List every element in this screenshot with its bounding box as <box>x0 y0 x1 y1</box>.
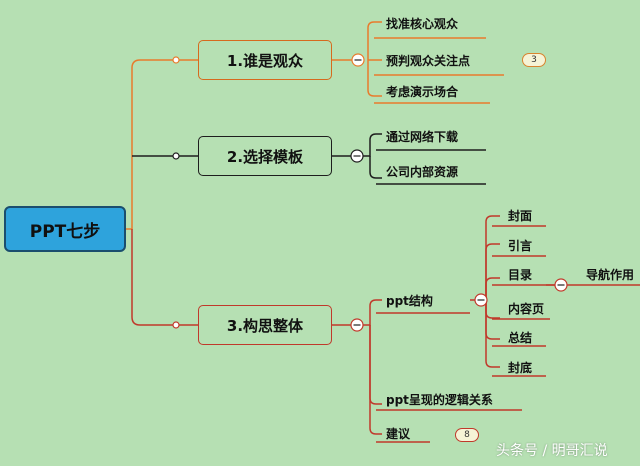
collapse-toggle-toc[interactable] <box>554 278 568 292</box>
leaf-label: 通过网络下载 <box>386 130 459 144</box>
note-count-badge[interactable]: 8 <box>455 428 479 442</box>
leaf-label: 建议 <box>386 427 411 441</box>
collapse-toggle-ppt-structure[interactable] <box>474 293 488 307</box>
leaf-summary[interactable]: 总结 <box>508 330 532 346</box>
leaf-download-online[interactable]: 通过网络下载 <box>386 129 458 145</box>
leaf-cover[interactable]: 封面 <box>508 208 532 224</box>
leaf-label: 考虑演示场合 <box>386 85 459 99</box>
leaf-back-cover[interactable]: 封底 <box>508 360 532 376</box>
leaf-label: 目录 <box>508 268 533 282</box>
leaf-label: 引言 <box>508 239 533 253</box>
collapse-toggle-topic2[interactable] <box>350 149 364 163</box>
collapse-toggle-topic3[interactable] <box>350 318 364 332</box>
leaf-label: 总结 <box>508 331 533 345</box>
topic-choose-template[interactable]: 2.选择模板 <box>198 136 332 176</box>
leaf-label: ppt呈现的逻辑关系 <box>386 393 493 407</box>
root-topic-label: PPT七步 <box>29 221 101 242</box>
leaf-intro[interactable]: 引言 <box>508 238 532 254</box>
leaf-company-resources[interactable]: 公司内部资源 <box>386 164 458 180</box>
leaf-predict-audience-focus[interactable]: 预判观众关注点 <box>386 53 470 69</box>
root-topic[interactable]: PPT七步 <box>4 206 126 252</box>
topic-label: 2.选择模板 <box>226 147 304 166</box>
topic-label: 1.谁是观众 <box>226 51 304 70</box>
topic-overall-concept[interactable]: 3.构思整体 <box>198 305 332 345</box>
collapse-toggle-topic1[interactable] <box>351 53 365 67</box>
leaf-logic-relations[interactable]: ppt呈现的逻辑关系 <box>386 392 493 408</box>
topic-label: 3.构思整体 <box>226 316 304 335</box>
leaf-find-core-audience[interactable]: 找准核心观众 <box>386 16 458 32</box>
leaf-contents[interactable]: 目录 <box>508 267 532 283</box>
leaf-label: 封面 <box>508 209 533 223</box>
badge-value: 8 <box>464 430 470 440</box>
topic-who-is-audience[interactable]: 1.谁是观众 <box>198 40 332 80</box>
watermark: 头条号 / 明哥汇说 <box>496 443 608 459</box>
leaf-label: 内容页 <box>508 302 545 316</box>
leaf-content-page[interactable]: 内容页 <box>508 301 544 317</box>
leaf-label: 封底 <box>508 361 533 375</box>
note-count-badge[interactable]: 3 <box>522 53 546 67</box>
leaf-label: 找准核心观众 <box>386 17 459 31</box>
leaf-label: 导航作用 <box>586 268 635 282</box>
badge-value: 3 <box>531 55 537 65</box>
leaf-label: ppt结构 <box>386 294 433 308</box>
leaf-label: 公司内部资源 <box>386 165 459 179</box>
leaf-navigation-role[interactable]: 导航作用 <box>586 267 634 283</box>
leaf-consider-venue[interactable]: 考虑演示场合 <box>386 84 458 100</box>
leaf-suggestions[interactable]: 建议 <box>386 426 410 442</box>
leaf-label: 预判观众关注点 <box>386 54 471 68</box>
leaf-ppt-structure[interactable]: ppt结构 <box>386 293 433 309</box>
